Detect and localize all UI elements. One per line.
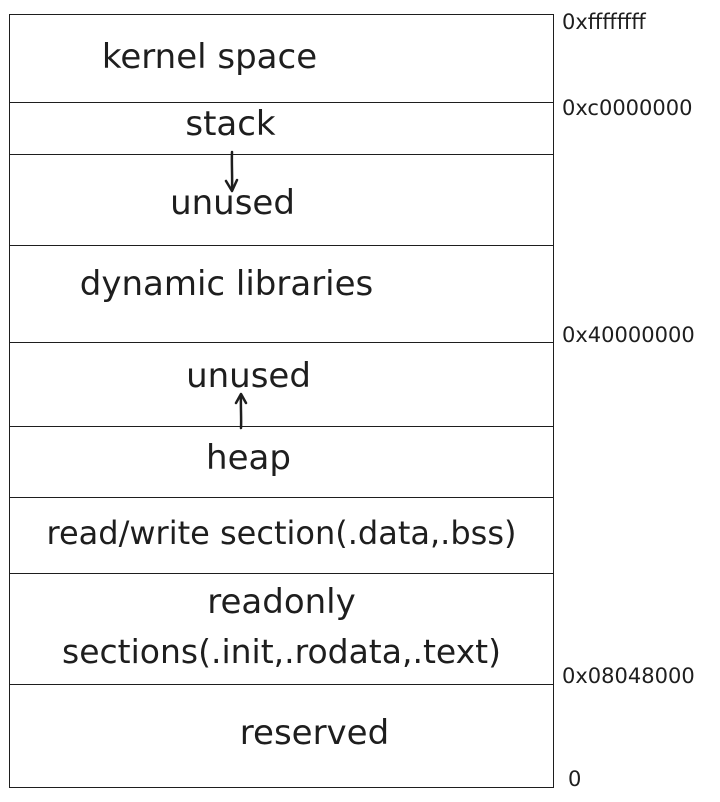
segment-label: reserved: [239, 713, 390, 753]
segment-label: read/write section(.data,.bss): [46, 514, 517, 552]
segment-read-write-section: read/write section(.data,.bss): [9, 497, 554, 575]
stack-growth-down-arrow: [224, 150, 239, 193]
segment-label: unused: [170, 183, 295, 223]
address-label-mmap-base: 0x40000000: [562, 323, 695, 347]
segment-unused-upper: unused: [9, 154, 554, 247]
segment-label: dynamic libraries: [79, 264, 374, 304]
heap-growth-up-arrow: [234, 392, 248, 430]
segment-readonly-sections: readonly sections(.init,.rodata,.text): [9, 573, 554, 686]
segment-heap: heap: [9, 426, 554, 499]
address-label-top: 0xffffffff: [562, 10, 646, 34]
segment-label-line2: sections(.init,.rodata,.text): [62, 632, 501, 671]
segment-label: heap: [206, 438, 291, 478]
segment-label: stack: [185, 104, 276, 144]
address-label-zero: 0: [568, 767, 582, 791]
segment-label-line1: readonly: [207, 582, 356, 622]
segment-kernel-space: kernel space: [9, 14, 554, 104]
address-label-text-base: 0x08048000: [562, 664, 695, 688]
segment-unused-lower: unused: [9, 342, 554, 428]
address-label-kernel-base: 0xc0000000: [562, 96, 693, 120]
segment-dynamic-libraries: dynamic libraries: [9, 245, 554, 344]
segment-stack: stack: [9, 102, 554, 156]
segment-reserved: reserved: [9, 684, 554, 788]
segment-label: unused: [186, 356, 311, 396]
segment-label: kernel space: [101, 37, 318, 77]
